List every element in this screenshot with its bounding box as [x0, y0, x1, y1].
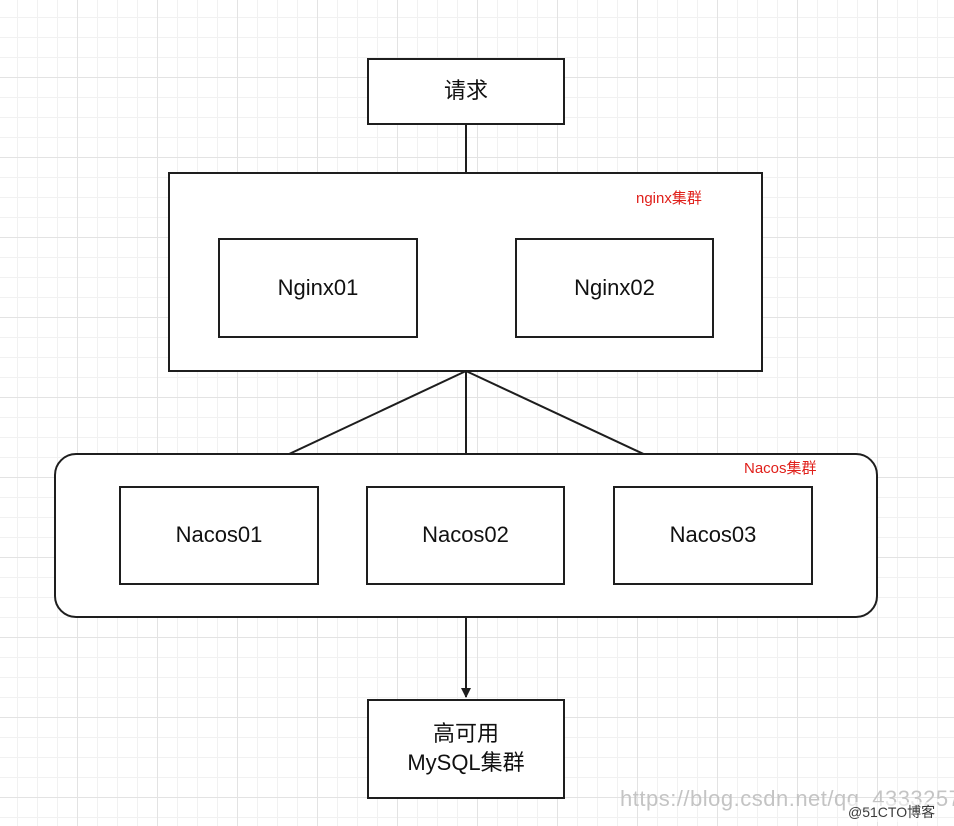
nacos02-node-label: Nacos02 — [422, 522, 509, 548]
nacos-cluster-label: Nacos集群 — [744, 460, 817, 477]
nacos01-node-label: Nacos01 — [175, 522, 263, 548]
nacos03-node: Nacos03 — [613, 486, 813, 585]
mysql-node-label-line1: 高可用 — [432, 721, 499, 747]
nginx-cluster-label: nginx集群 — [636, 190, 702, 207]
nginx02-node-label: Nginx02 — [574, 274, 655, 300]
51cto-watermark: @51CTO博客 — [848, 802, 936, 822]
request-node: 请求 — [367, 58, 565, 125]
nginx02-node: Nginx02 — [515, 238, 714, 338]
nacos02-node: Nacos02 — [366, 486, 565, 585]
request-node-label: 请求 — [443, 78, 488, 104]
nacos03-node-label: Nacos03 — [669, 522, 757, 548]
mysql-cluster-node: 高可用 MySQL集群 — [367, 699, 565, 799]
nginx01-node-label: Nginx01 — [277, 274, 359, 300]
mysql-node-label-line2: MySQL集群 — [407, 750, 525, 775]
nginx01-node: Nginx01 — [218, 238, 418, 338]
nacos01-node: Nacos01 — [119, 486, 319, 585]
